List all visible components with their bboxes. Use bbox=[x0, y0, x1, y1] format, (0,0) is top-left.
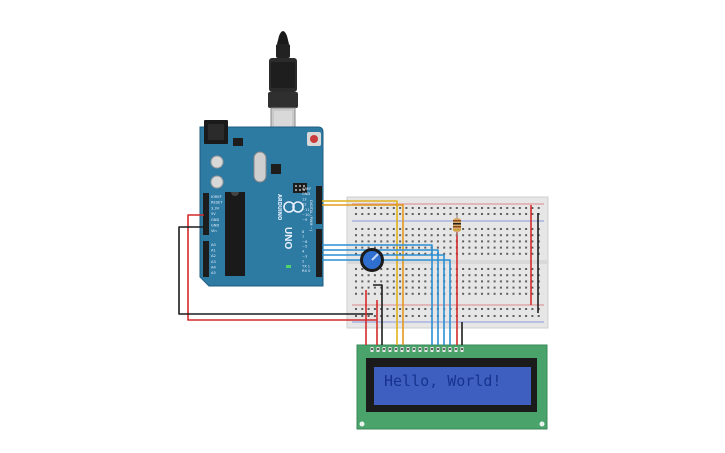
wires bbox=[178, 200, 539, 345]
arduino-logo bbox=[283, 201, 304, 213]
board-model-label: UNO bbox=[282, 227, 293, 249]
wire-blue-d5[interactable] bbox=[322, 244, 433, 345]
usb-cable[interactable] bbox=[268, 31, 298, 133]
pin-label: 5V bbox=[211, 212, 216, 216]
resistor[interactable] bbox=[453, 214, 461, 236]
breadboard-holes bbox=[355, 207, 540, 317]
reset-button-cap[interactable] bbox=[310, 135, 318, 143]
pin-label: A0 bbox=[211, 243, 216, 247]
pin-label: 12 bbox=[302, 203, 307, 207]
wire-red-5v[interactable] bbox=[187, 214, 377, 321]
capacitor bbox=[210, 175, 224, 189]
wire-orange-d11[interactable] bbox=[322, 204, 404, 345]
pin-label: 4 bbox=[302, 250, 305, 254]
pin-label: TX 1 bbox=[301, 264, 310, 268]
power-header bbox=[203, 193, 209, 235]
icsp-header bbox=[293, 183, 307, 193]
pin-label: ~6 bbox=[302, 240, 308, 244]
crystal bbox=[253, 151, 267, 183]
digital-header-low bbox=[316, 229, 322, 277]
pin-label: ~3 bbox=[302, 255, 307, 259]
wire-black-lcd-vss[interactable] bbox=[373, 284, 383, 345]
pin-label: 13 bbox=[302, 197, 307, 201]
pin-label: ~10 bbox=[302, 213, 310, 217]
pin-label: A4 bbox=[211, 265, 216, 269]
atmega-chip bbox=[225, 192, 245, 276]
lcd-module[interactable]: Hello, World! bbox=[356, 344, 548, 430]
wire-black-gnd[interactable] bbox=[178, 226, 373, 315]
analog-header bbox=[203, 241, 209, 277]
pin-label: ~9 bbox=[302, 218, 308, 222]
pin-label: A5 bbox=[211, 271, 216, 275]
board-brand-label: ARDUINO bbox=[276, 194, 282, 220]
arduino-uno-board[interactable]: UNO ARDUINO DIGITAL (PWM ~) IOREF RESET3.… bbox=[199, 120, 324, 287]
pin-label: GND bbox=[211, 218, 219, 222]
lcd-pin-header bbox=[370, 347, 464, 352]
digital-header-high bbox=[316, 186, 322, 224]
pin-label: 8 bbox=[302, 230, 305, 234]
lcd-display-text: Hello, World! bbox=[384, 372, 501, 390]
pin-label: Vin bbox=[211, 229, 217, 233]
pin-label: GND bbox=[302, 192, 310, 196]
digital-pwm-label: DIGITAL (PWM ~) bbox=[309, 200, 313, 232]
pin-label: RESET bbox=[211, 201, 223, 205]
potentiometer[interactable] bbox=[360, 248, 384, 272]
on-led bbox=[286, 265, 291, 268]
pin-label: RX 0 bbox=[302, 269, 311, 273]
pin-label: IOREF bbox=[211, 195, 222, 199]
capacitor bbox=[210, 155, 224, 169]
pin-label: A2 bbox=[211, 254, 216, 258]
pin-label: A1 bbox=[211, 249, 216, 253]
wire-blue-d4[interactable] bbox=[322, 249, 439, 345]
lcd-screen bbox=[374, 367, 531, 405]
pin-label: ~5 bbox=[302, 245, 307, 249]
pin-label: ~11 bbox=[302, 208, 310, 212]
pin-label: 7 bbox=[302, 235, 304, 239]
wire-yellow-d12[interactable] bbox=[322, 200, 398, 345]
pin-label: AREF bbox=[302, 187, 311, 191]
pin-label: 2 bbox=[302, 259, 304, 263]
pin-label: 3.3V bbox=[211, 206, 220, 210]
pin-label: GND bbox=[211, 224, 219, 228]
pin-label: A3 bbox=[211, 260, 216, 264]
